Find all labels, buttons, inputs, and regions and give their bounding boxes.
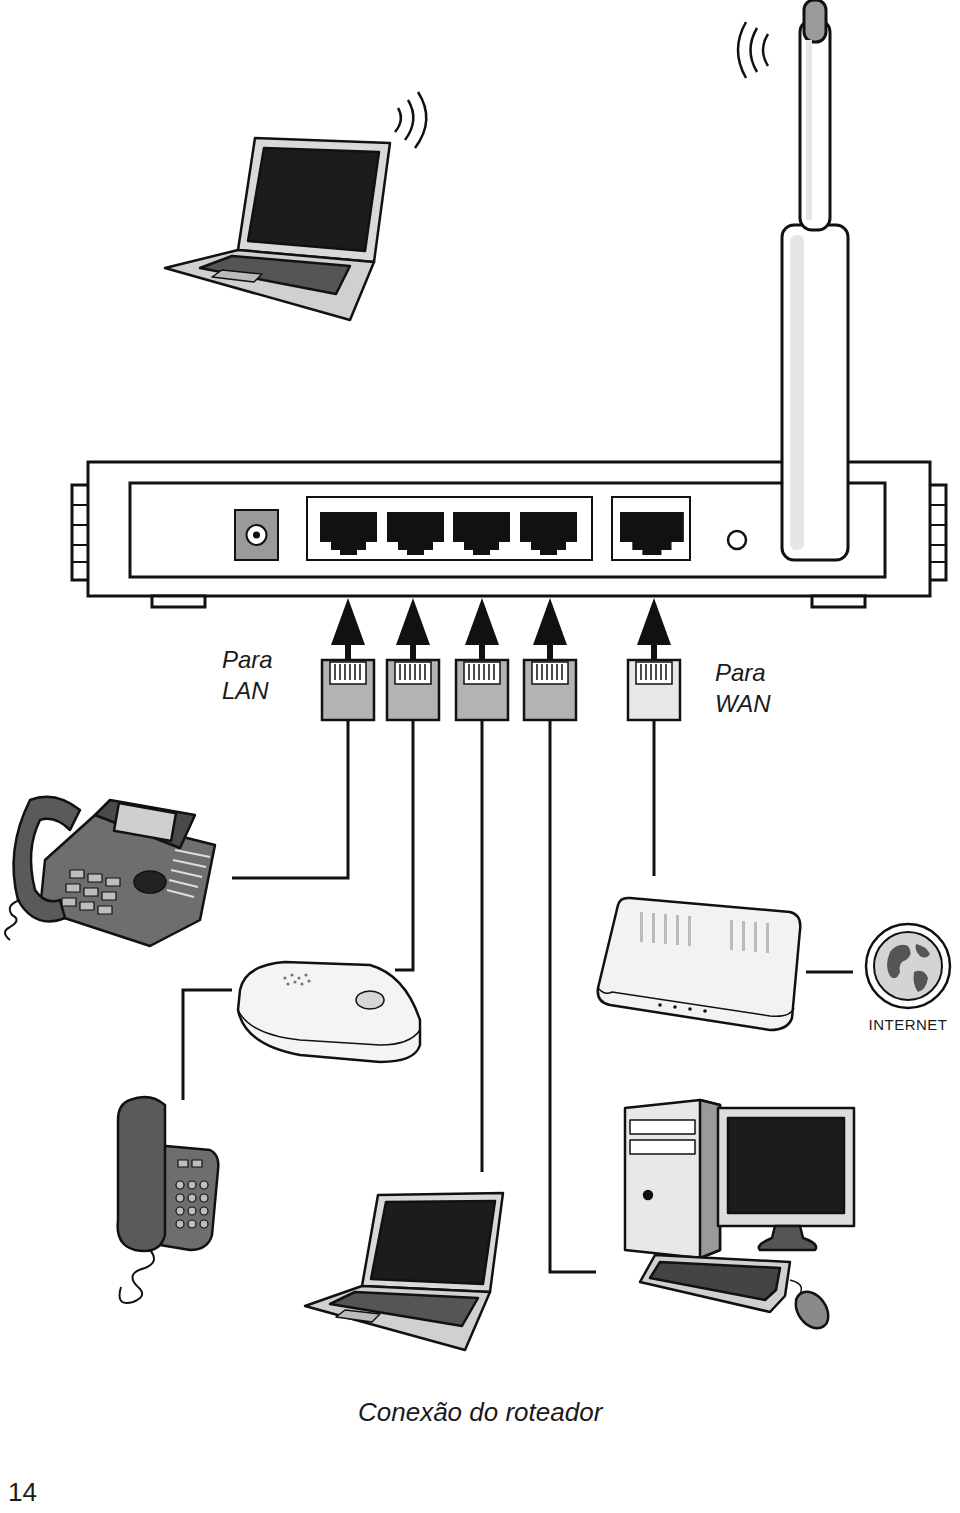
globe-icon: [864, 922, 952, 1010]
port-label: Para LAN: [222, 644, 273, 706]
figure-caption: Conexão do roteador: [358, 1396, 602, 1430]
port-arrows: [331, 598, 671, 660]
internet-globe: INTERNET: [860, 922, 956, 1033]
ata-adapter: [238, 962, 420, 1062]
rj45-plugs: [322, 660, 680, 720]
page-number: 14: [8, 1476, 37, 1510]
modem: [598, 898, 801, 1030]
wifi-laptop: [165, 92, 426, 320]
cables: [183, 720, 853, 1272]
antenna: [738, 0, 848, 560]
node-label: INTERNET: [860, 1016, 956, 1033]
port-label: Para WAN: [715, 657, 771, 719]
laptop: [305, 1193, 503, 1350]
desk-phone: [5, 797, 215, 946]
desktop-computer: [625, 1100, 854, 1334]
phone: [118, 1097, 219, 1303]
